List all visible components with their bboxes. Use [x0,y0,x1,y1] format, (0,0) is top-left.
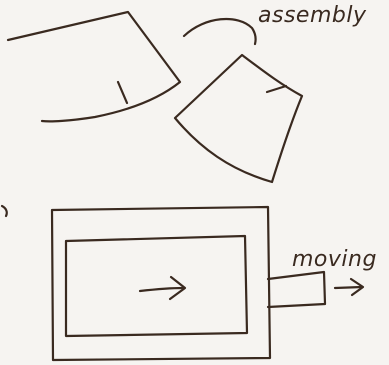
assembly-label: assembly [258,3,367,28]
outer-arrow-shaft [335,287,362,288]
moving-label: moving [292,247,377,272]
